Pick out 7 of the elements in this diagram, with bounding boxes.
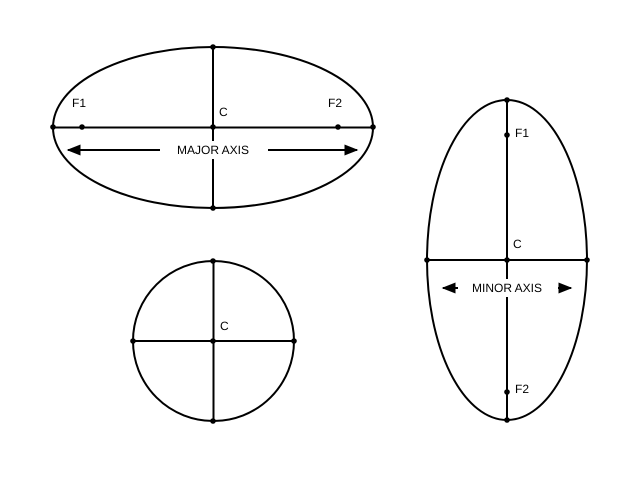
center-label: C [219,105,228,119]
focus-label: F1 [515,126,530,140]
focus-label: F2 [328,96,342,110]
focus-label: F1 [72,96,86,110]
focus-label: F2 [515,382,530,396]
center-label: C [513,237,522,251]
center-label: C [220,319,229,333]
